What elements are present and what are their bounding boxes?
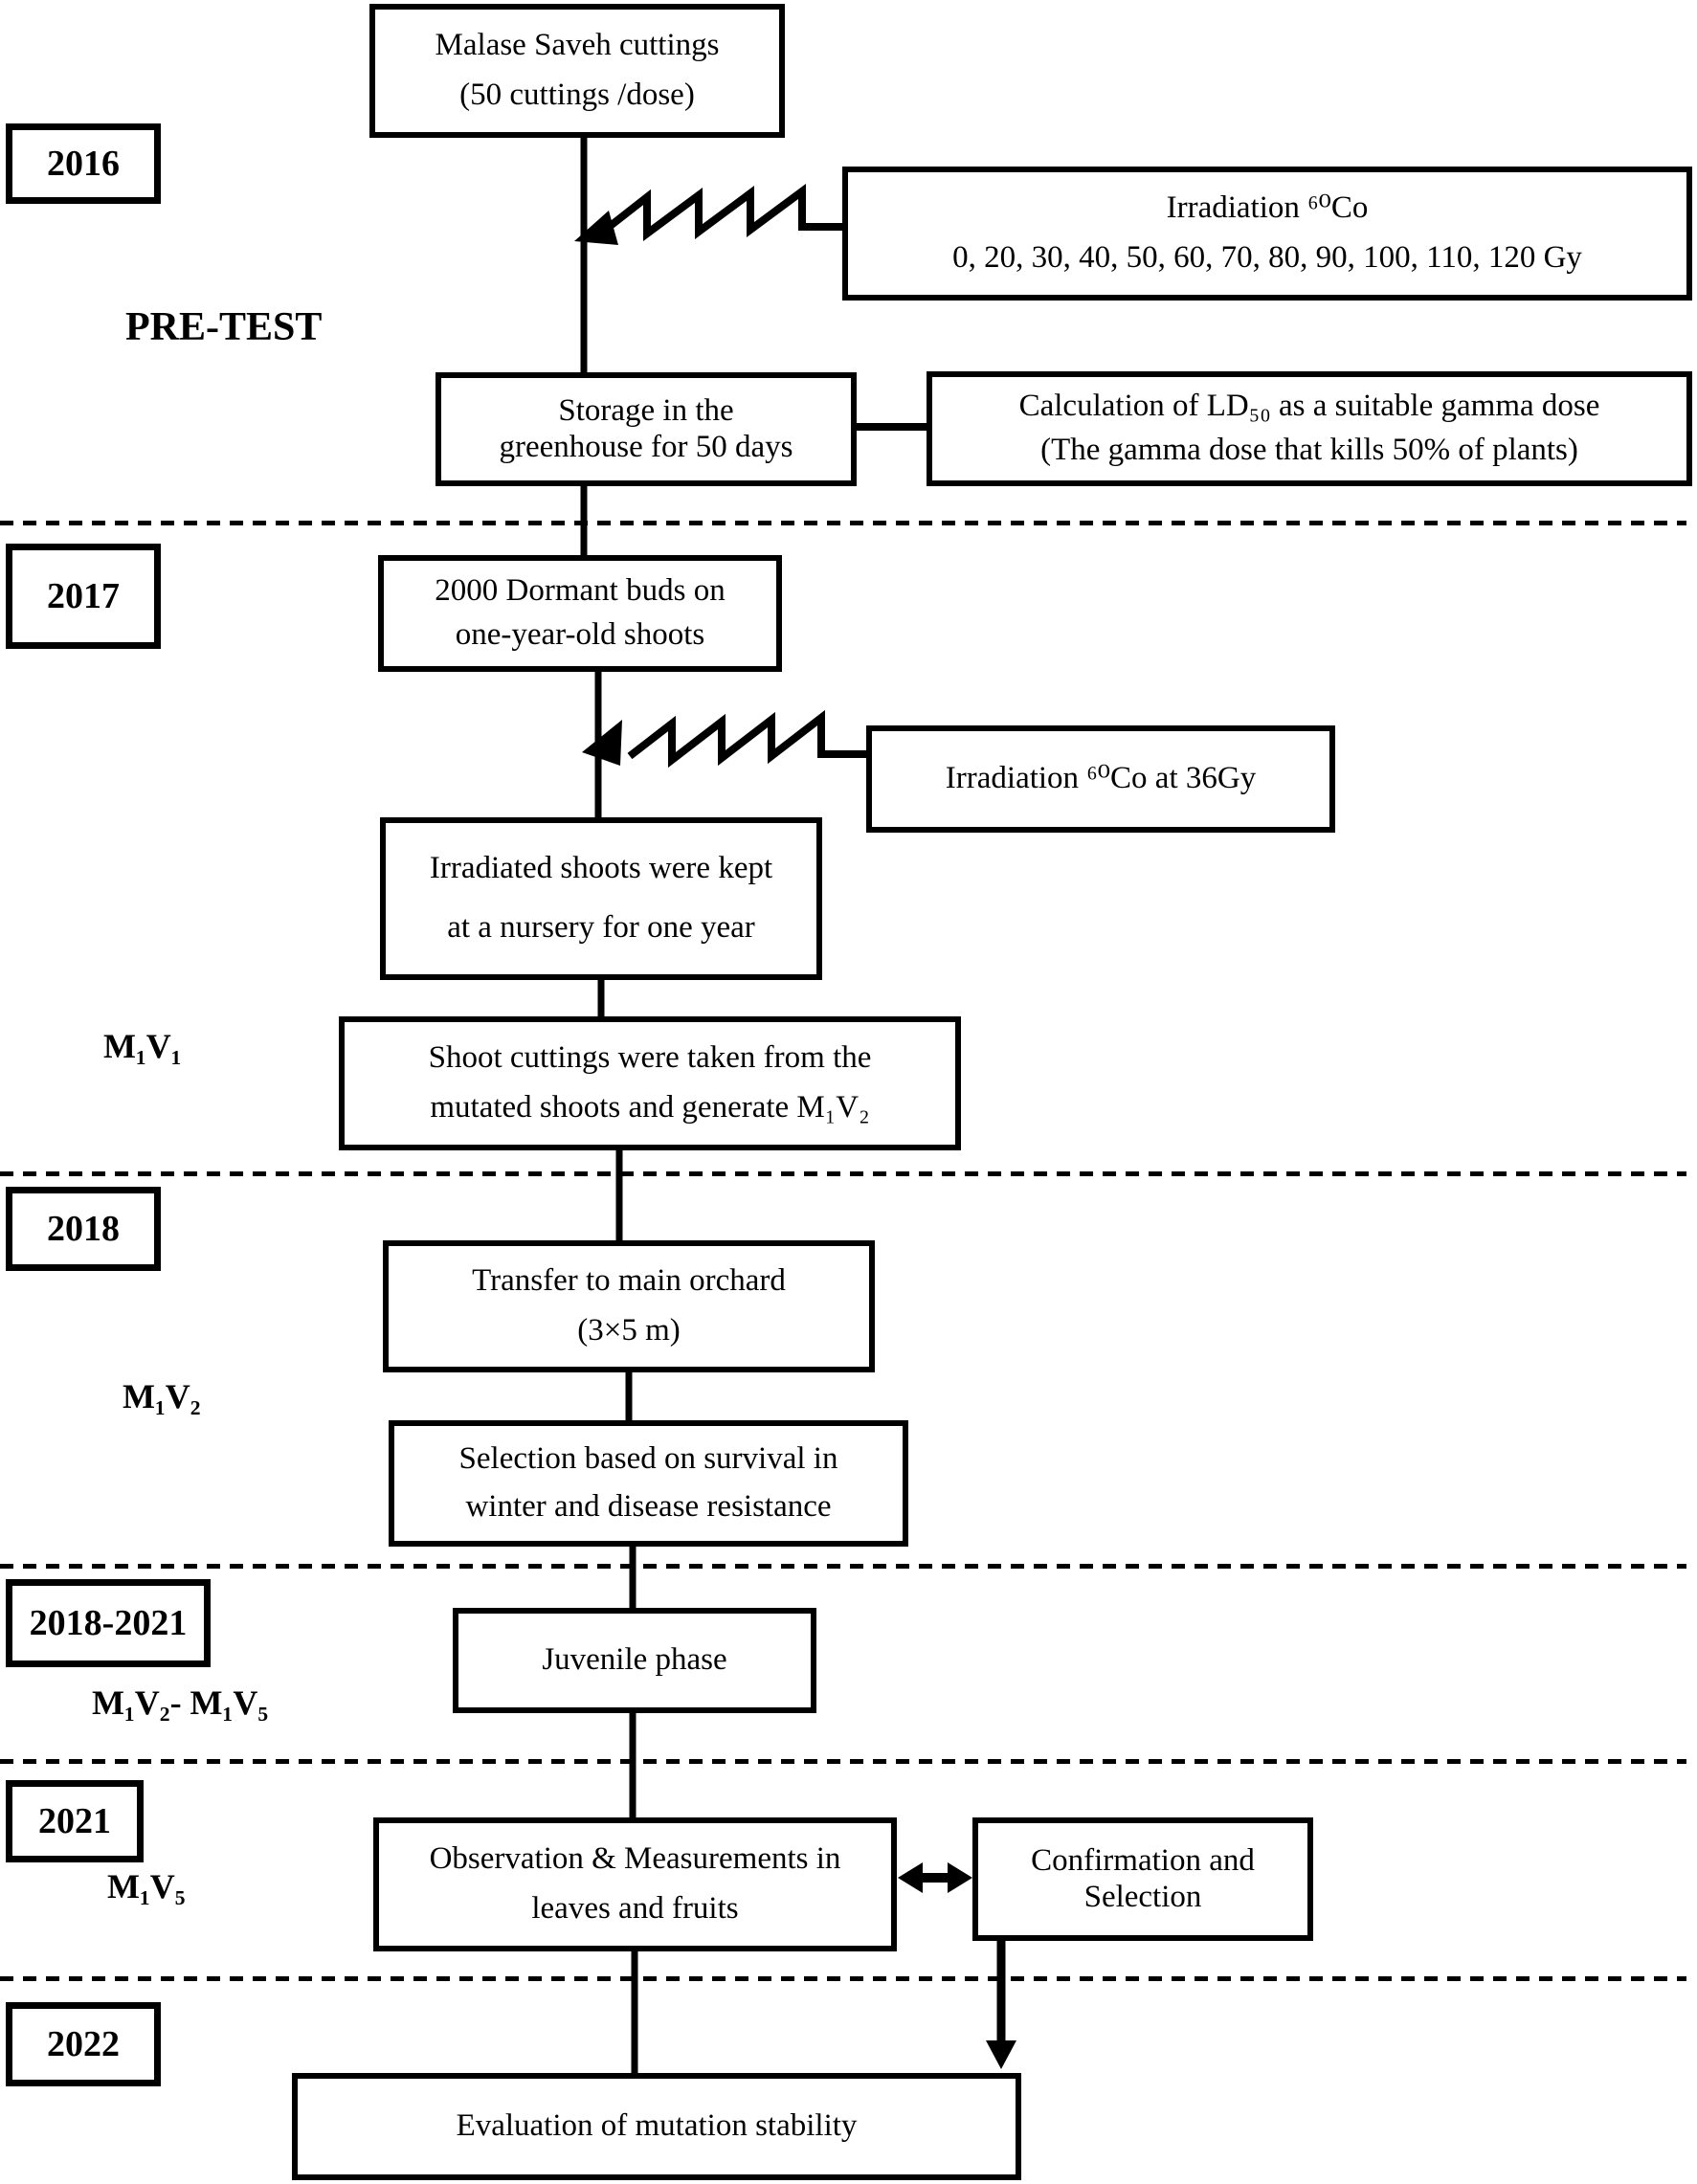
side-box-line: Irradiation ⁶⁰Co [1166, 189, 1369, 225]
flow-box-line: Malase Saveh cuttings [435, 27, 720, 62]
year-box-2018-2021: 2018-2021 [6, 1579, 211, 1667]
flow-box-dormant-buds: 2000 Dormant buds on one-year-old shoots [378, 555, 782, 672]
phase-label-m1v2: M₁V₂ [123, 1377, 201, 1415]
phase-label-m1v2-m1v5: M₁V₂- M₁V₅ [92, 1683, 269, 1722]
flow-box-transfer-orchard: Transfer to main orchard (3×5 m) [383, 1240, 875, 1372]
flow-box-selection-survival: Selection based on survival in winter an… [389, 1420, 908, 1547]
double-arrow-left-head [898, 1862, 923, 1893]
year-label: 2017 [47, 576, 120, 616]
flow-box-line: (50 cuttings /dose) [459, 78, 695, 113]
phase-label-m1v1: M₁V₁ [103, 1027, 182, 1065]
flow-box-line: Evaluation of mutation stability [456, 2108, 858, 2144]
phase-label-pretest: PRE-TEST [125, 305, 323, 349]
flow-box-observation: Observation & Measurements in leaves and… [373, 1817, 897, 1951]
flow-box-line: Shoot cuttings were taken from the [428, 1039, 872, 1075]
flow-box-line: Irradiated shoots were kept [429, 850, 773, 885]
flow-box-line: leaves and fruits [531, 1891, 739, 1927]
irradiation-arrowhead-2016 [574, 211, 618, 245]
year-box-2018: 2018 [6, 1187, 161, 1271]
phase-divider-2017-2018 [0, 1171, 1686, 1176]
side-box-line: Calculation of LD₅₀ as a suitable gamma … [1018, 389, 1600, 424]
flow-box-line: 2000 Dormant buds on [435, 572, 726, 608]
confirmation-down-arrowhead [986, 2040, 1016, 2069]
flow-box-line: one-year-old shoots [455, 617, 705, 653]
year-label: 2018 [47, 1209, 120, 1249]
side-box-confirmation-selection: Confirmation and Selection [972, 1817, 1313, 1941]
side-box-irradiation-doses: Irradiation ⁶⁰Co 0, 20, 30, 40, 50, 60, … [842, 167, 1692, 301]
side-box-line: Selection [1083, 1879, 1202, 1914]
flow-box-line: Storage in the [558, 392, 734, 428]
year-box-2017: 2017 [6, 544, 161, 649]
year-box-2022: 2022 [6, 2002, 161, 2086]
year-label: 2022 [47, 2024, 120, 2064]
year-label: 2021 [38, 1801, 111, 1841]
flow-box-line: Observation & Measurements in [429, 1840, 841, 1876]
flow-box-storage: Storage in the greenhouse for 50 days [435, 372, 857, 486]
flow-box-line: Transfer to main orchard [472, 1263, 786, 1299]
year-box-2021: 2021 [6, 1780, 144, 1862]
side-box-line: Irradiation ⁶⁰Co at 36Gy [945, 761, 1257, 796]
phase-divider-2021-2022 [0, 1976, 1686, 1981]
year-label: 2018-2021 [29, 1603, 188, 1643]
year-label: 2016 [47, 144, 120, 184]
flow-box-line: Juvenile phase [542, 1642, 727, 1678]
flow-box-line: (3×5 m) [577, 1313, 681, 1348]
side-box-ld50-calculation: Calculation of LD₅₀ as a suitable gamma … [927, 371, 1692, 486]
flow-box-line: Selection based on survival in [458, 1441, 838, 1477]
side-box-line: 0, 20, 30, 40, 50, 60, 70, 80, 90, 100, … [952, 240, 1582, 276]
flow-box-line: at a nursery for one year [447, 910, 755, 946]
irradiation-zigzag-arrow-2017 [627, 709, 866, 769]
year-box-2016: 2016 [6, 123, 161, 204]
side-box-line: Confirmation and [1031, 1842, 1255, 1878]
flow-box-line: greenhouse for 50 days [499, 429, 793, 464]
irradiation-zigzag-arrow-2016 [600, 184, 842, 241]
phase-divider-2018-20182021 [0, 1564, 1686, 1569]
flow-box-line: winter and disease resistance [465, 1489, 832, 1524]
flow-box-irradiated-shoots: Irradiated shoots were kept at a nursery… [380, 817, 822, 980]
irradiation-arrowhead-2017 [582, 720, 622, 766]
side-box-irradiation-36gy: Irradiation ⁶⁰Co at 36Gy [866, 725, 1335, 833]
flow-box-line: mutated shoots and generate M₁V₂ [430, 1090, 870, 1125]
flow-box-evaluation: Evaluation of mutation stability [292, 2073, 1021, 2180]
flow-box-malase-cuttings: Malase Saveh cuttings (50 cuttings /dose… [369, 4, 785, 138]
flow-box-juvenile-phase: Juvenile phase [453, 1608, 816, 1713]
double-arrow-right-head [948, 1862, 972, 1893]
phase-divider-2016-2017 [0, 521, 1686, 525]
phase-divider-20182021-2021 [0, 1759, 1686, 1764]
flow-box-shoot-cuttings: Shoot cuttings were taken from the mutat… [339, 1016, 961, 1150]
phase-label-m1v5: M₁V₅ [107, 1867, 186, 1905]
side-box-line: (The gamma dose that kills 50% of plants… [1040, 433, 1578, 467]
